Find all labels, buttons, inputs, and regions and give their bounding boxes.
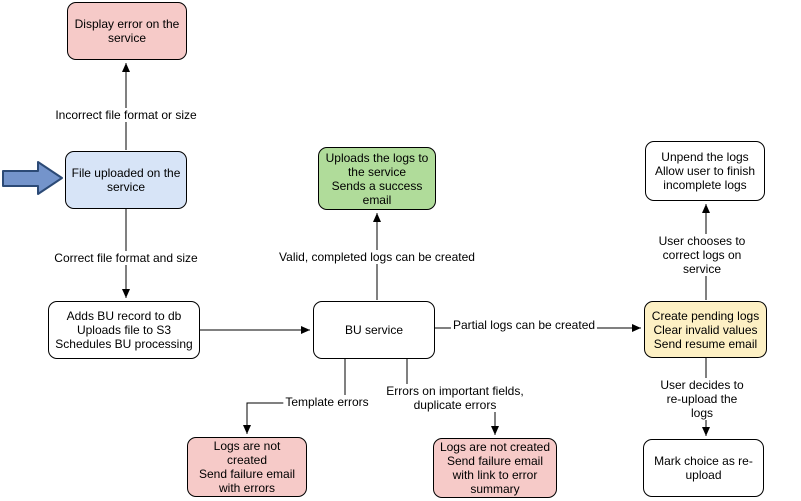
- edge-label-template-errors: Template errors: [283, 395, 371, 409]
- node-unpend-logs: Unpend the logs Allow user to finish inc…: [645, 141, 765, 201]
- node-create-pending-logs: Create pending logs Clear invalid values…: [644, 301, 767, 358]
- edge-label-correct-format: Correct file format and size: [52, 251, 200, 265]
- edge-label-incorrect-format: Incorrect file format or size: [53, 108, 199, 122]
- edge-label-important-errors: Errors on important fields, duplicate er…: [384, 384, 526, 412]
- edge-label-user-corrects: User chooses to correct logs on service: [652, 234, 752, 276]
- edge-label-user-reuploads: User decides to re-upload the logs: [652, 378, 752, 420]
- node-uploads-logs: Uploads the logs to the service Sends a …: [318, 147, 436, 210]
- node-mark-reupload: Mark choice as re- upload: [643, 439, 764, 497]
- input-arrow-icon: [2, 161, 63, 195]
- edge-label-partial-logs: Partial logs can be created: [450, 318, 598, 332]
- node-bu-service: BU service: [313, 301, 435, 359]
- edge-label-valid-logs: Valid, completed logs can be created: [277, 250, 477, 264]
- node-display-error: Display error on the service: [67, 2, 187, 60]
- node-logs-not-created-summary: Logs are not created Send failure email …: [433, 438, 557, 498]
- node-adds-bu-record: Adds BU record to db Uploads file to S3 …: [48, 301, 200, 359]
- node-file-uploaded: File uploaded on the service: [65, 151, 187, 209]
- node-logs-not-created-errors: Logs are not created Send failure email …: [187, 437, 307, 497]
